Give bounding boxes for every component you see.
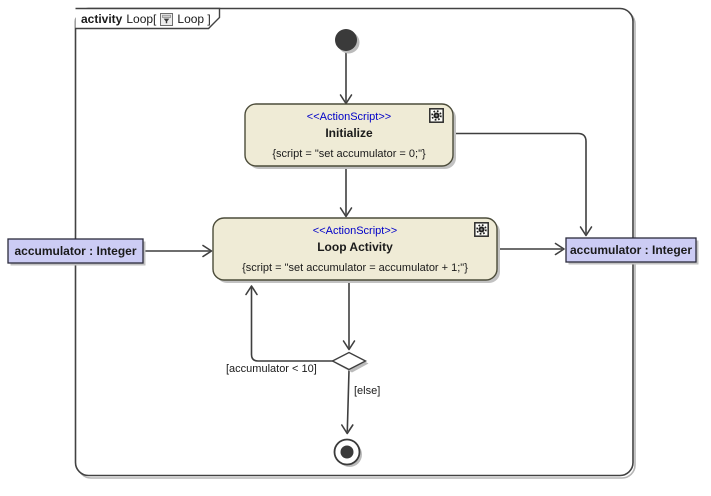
activity-diagram-icon bbox=[160, 12, 174, 26]
param-left-label: accumulator : Integer bbox=[14, 244, 137, 258]
param-right-label: accumulator : Integer bbox=[569, 243, 693, 257]
guard-else-label: [else] bbox=[354, 385, 381, 397]
action-initialize[interactable] bbox=[244, 103, 456, 169]
action-loop-activity-text: <<ActionScript>> Loop Activity {script =… bbox=[213, 224, 497, 278]
edge-loop-activity-to-decision[interactable] bbox=[342, 279, 356, 351]
initialize-stereotype: <<ActionScript>> bbox=[306, 111, 392, 123]
activity-final-node[interactable] bbox=[333, 438, 363, 468]
loop-activity-script: {script = "set accumulator = accumulator… bbox=[242, 262, 468, 274]
edge-decision-loopback[interactable] bbox=[245, 285, 334, 362]
frame-diagram-name: Loop ] bbox=[177, 12, 211, 26]
gear-icon bbox=[429, 108, 444, 123]
initialize-name: Initialize bbox=[325, 126, 373, 140]
loop-activity-name: Loop Activity bbox=[317, 240, 393, 254]
initial-node[interactable] bbox=[335, 29, 360, 54]
edge-accumulator-left-to-loop-activity[interactable] bbox=[142, 244, 213, 258]
edge-initialize-to-accumulator-right[interactable] bbox=[452, 132, 593, 237]
action-initialize-text: <<ActionScript>> Initialize {script = "s… bbox=[245, 110, 453, 164]
object-node-accumulator-right[interactable] bbox=[565, 237, 699, 265]
frame-name: Loop[ bbox=[126, 12, 157, 26]
action-loop-activity[interactable] bbox=[212, 217, 500, 283]
guard-loop-label: [accumulator < 10] bbox=[226, 363, 317, 375]
loop-activity-stereotype: <<ActionScript>> bbox=[312, 225, 398, 237]
edge-initialize-to-loop-activity[interactable] bbox=[339, 165, 353, 218]
frame-keyword: activity bbox=[81, 12, 123, 26]
object-node-accumulator-left[interactable] bbox=[7, 238, 146, 266]
gear-icon bbox=[474, 222, 489, 237]
edge-decision-to-final[interactable] bbox=[340, 369, 354, 435]
frame-title-tab bbox=[75, 7, 221, 30]
initialize-script: {script = "set accumulator = 0;"} bbox=[272, 148, 426, 160]
decision-node[interactable] bbox=[330, 351, 369, 373]
frame-title: activity Loop[ Loop ] bbox=[81, 10, 211, 28]
edge-loop-activity-to-accumulator-right[interactable] bbox=[496, 242, 565, 256]
